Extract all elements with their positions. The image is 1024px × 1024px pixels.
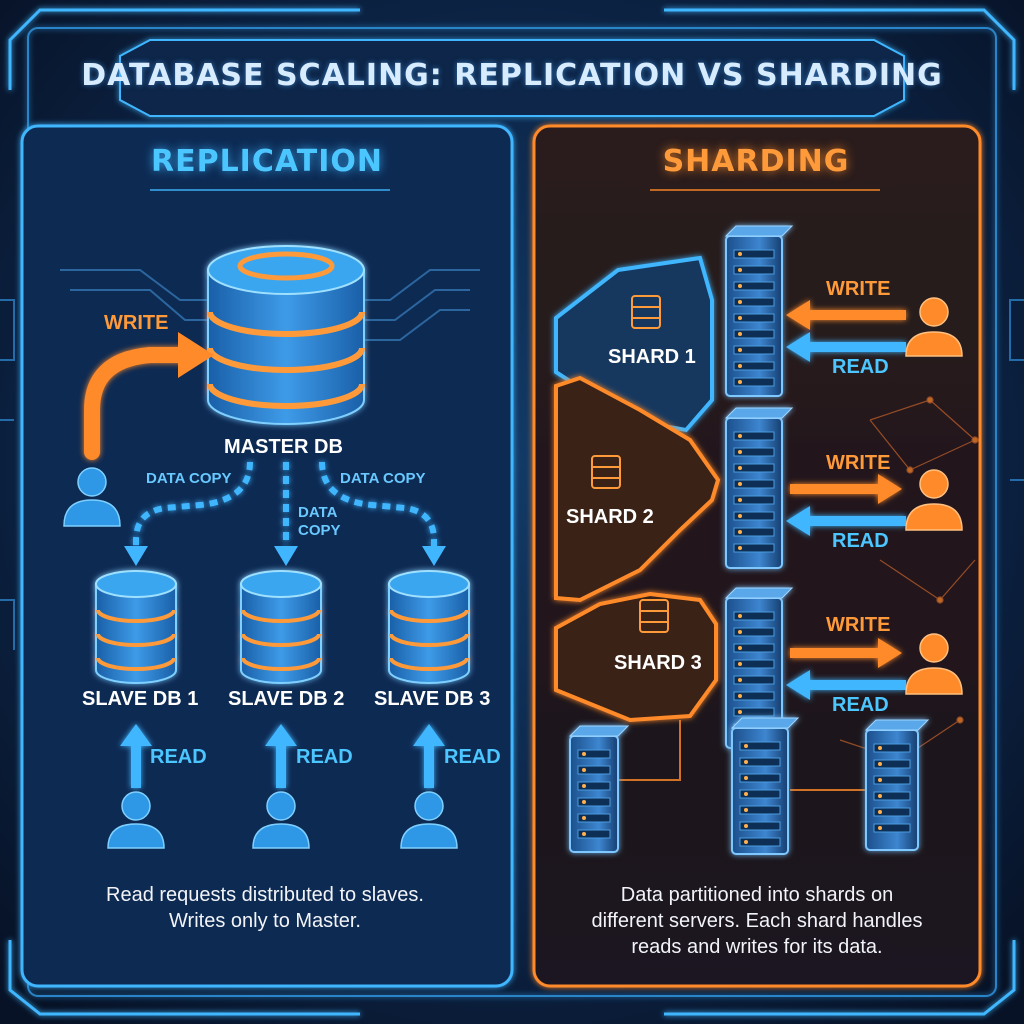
write-arrow [84, 347, 190, 460]
slave-3-read-label: READ [444, 746, 501, 768]
sharding-caption-line-3: reads and writes for its data. [631, 936, 883, 958]
bottom-server-right-icon [864, 719, 930, 851]
data-copy-arrows [133, 461, 437, 548]
write-user-icon [63, 467, 121, 527]
replication-write-label: WRITE [104, 312, 169, 334]
data-copy-right-label: DATA COPY [340, 470, 426, 487]
shard-3-write-label: WRITE [826, 614, 891, 636]
shard-3-read-label: READ [832, 694, 889, 716]
sharding-caption-line-2: different servers. Each shard handles [591, 910, 923, 932]
shard-1-label: SHARD 1 [608, 346, 696, 368]
shard-user-icons [905, 297, 963, 695]
circuit-lines [0, 299, 1024, 650]
slave-db-3-label: SLAVE DB 3 [374, 688, 491, 710]
slave-db-1-icon [95, 570, 177, 684]
slave-read-arrows [120, 724, 445, 788]
bottom-server-middle-icon [730, 717, 800, 855]
write-arrowhead [178, 332, 214, 378]
shard-2-read-label: READ [832, 530, 889, 552]
slave-db-2-icon [240, 570, 322, 684]
shard-2-label: SHARD 2 [566, 506, 654, 528]
shard-3-io-arrows [786, 638, 906, 700]
shard-3-server-icon [724, 587, 794, 749]
master-circuit-traces [60, 269, 480, 341]
title-banner [119, 39, 905, 117]
shard-3-shape [554, 591, 718, 723]
data-copy-left-label: DATA COPY [146, 470, 232, 487]
master-db-label: MASTER DB [224, 436, 343, 458]
data-copy-mid-label-2: COPY [298, 522, 341, 539]
replication-heading: REPLICATION [150, 144, 383, 179]
master-db-icon [207, 245, 365, 425]
sharding-caption-line-1: Data partitioned into shards on [620, 884, 894, 906]
shard-2-shape [554, 375, 721, 603]
replication-caption: Read requests distributed to slaves. Wri… [60, 882, 470, 934]
read-user-icons [107, 791, 458, 849]
shard-2-io-arrows [786, 474, 906, 536]
shard-1-server-icon [724, 225, 794, 397]
shard-1-read-label: READ [832, 356, 889, 378]
slave-1-read-label: READ [150, 746, 207, 768]
sharding-caption: Data partitioned into shards on differen… [540, 882, 974, 960]
slave-db-3-icon [388, 570, 470, 684]
shard-2-write-label: WRITE [826, 452, 891, 474]
slave-db-2-label: SLAVE DB 2 [228, 688, 345, 710]
shard-server-icons [591, 295, 669, 633]
shard-3-label: SHARD 3 [614, 652, 702, 674]
sharding-heading: SHARDING [662, 144, 850, 179]
page-title: DATABASE SCALING: REPLICATION VS SHARDIN… [81, 58, 943, 93]
network-mesh [839, 396, 979, 764]
slave-2-read-label: READ [296, 746, 353, 768]
shard-1-io-arrows [786, 300, 906, 362]
slave-db-1-label: SLAVE DB 1 [82, 688, 199, 710]
shard-2-server-icon [724, 407, 794, 569]
outer-frame [8, 8, 1016, 1016]
bottom-server-left-icon [568, 725, 630, 853]
replication-caption-line-2: Writes only to Master. [169, 910, 361, 932]
shard-1-write-label: WRITE [826, 278, 891, 300]
data-copy-mid-label-1: DATA [298, 504, 338, 521]
data-copy-arrowheads [124, 546, 446, 566]
replication-caption-line-1: Read requests distributed to slaves. [106, 884, 424, 906]
